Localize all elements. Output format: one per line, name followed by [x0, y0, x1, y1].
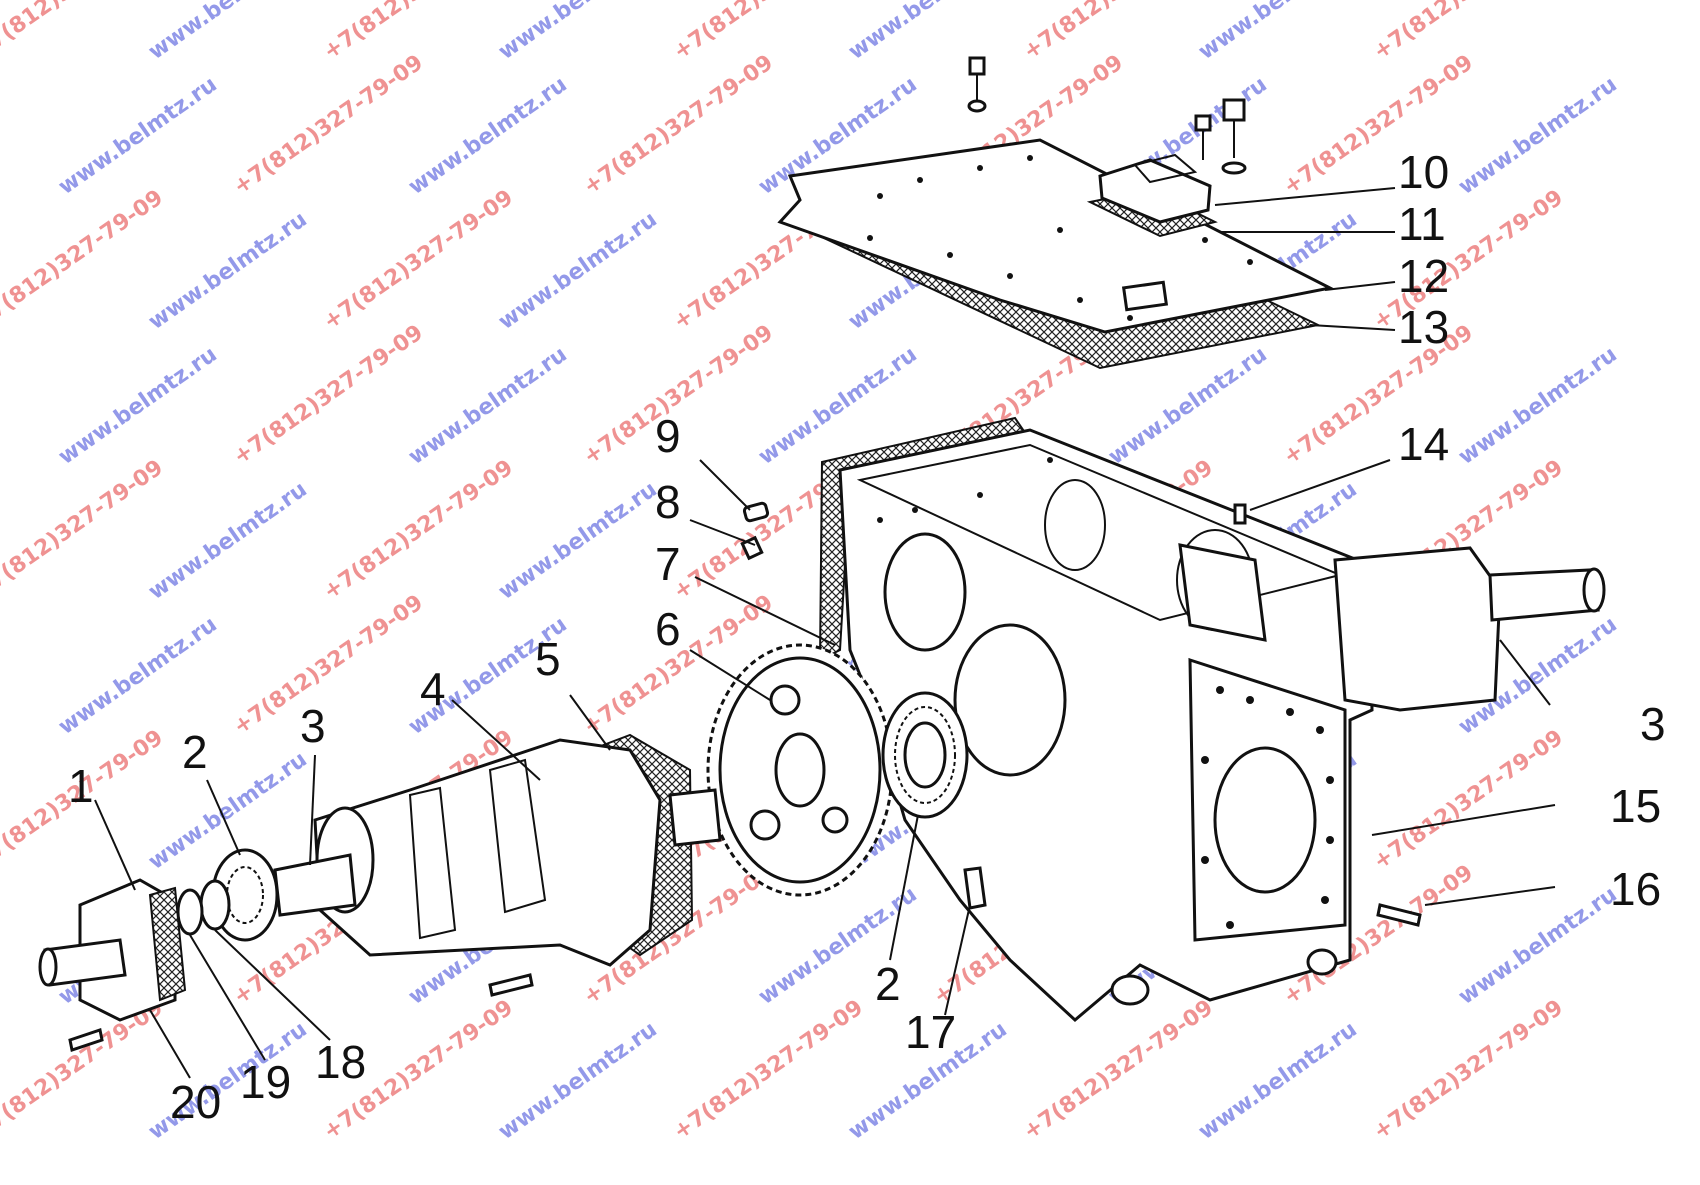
intermediate-housing [313, 733, 722, 967]
gear-lightening-hole-3 [821, 806, 849, 834]
right-shaft-housing [1333, 546, 1502, 712]
inner-bore-1 [1044, 479, 1106, 571]
callout-7: 7 [655, 538, 681, 590]
callout-16: 16 [1610, 863, 1661, 915]
watermark-phone: +7(812)327-79-09 [579, 50, 778, 200]
rear-flange-bore [1213, 746, 1317, 894]
callout-5: 5 [535, 633, 561, 685]
watermark-site: www.belmtz.ru [494, 477, 662, 605]
output-shaft-right [1333, 546, 1606, 712]
housing-4-rib [488, 758, 547, 914]
watermark-site: www.belmtz.ru [404, 72, 572, 200]
callout-13: 13 [1398, 301, 1449, 353]
small-fasteners [68, 501, 1422, 1052]
watermark-site: www.belmtz.ru [54, 612, 222, 740]
callout-3-right: 3 [1640, 698, 1666, 750]
watermark-site: www.belmtz.ru [54, 72, 222, 200]
watermark-phone: +7(812)327-79-09 [229, 50, 428, 200]
cover-bolts [967, 56, 1247, 175]
large-gear-6 [706, 643, 894, 897]
top-cover-assembly [777, 56, 1335, 370]
watermark-site: www.belmtz.ru [144, 207, 312, 335]
watermark-site: www.belmtz.ru [1194, 0, 1362, 65]
watermark-phone: +7(812)327-79-09 [1369, 0, 1568, 65]
bearing-2-right [881, 691, 969, 819]
callout-3-left: 3 [300, 700, 326, 752]
callout-labels: 1 2 3 4 5 6 7 8 9 10 11 12 13 14 3 15 16… [68, 146, 1666, 1128]
bearing-bore-upper [883, 532, 967, 652]
watermark-site: www.belmtz.ru [494, 0, 662, 65]
gear-lightening-hole-2 [749, 809, 781, 841]
callout-20: 20 [170, 1076, 221, 1128]
callout-10: 10 [1398, 146, 1449, 198]
watermark-site: www.belmtz.ru [494, 207, 662, 335]
callout-4: 4 [420, 663, 446, 715]
front-shaft-end [38, 947, 58, 987]
watermark-phone: +7(812)327-79-09 [0, 455, 168, 605]
watermark-site: www.belmtz.ru [144, 0, 312, 65]
housing-4-rib-2 [408, 786, 457, 940]
watermark-phone: +7(812)327-79-09 [229, 320, 428, 470]
housing-4 [313, 738, 662, 967]
callout-2-left: 2 [182, 726, 208, 778]
watermark-phone: +7(812)327-79-09 [1019, 995, 1218, 1145]
seal-19 [176, 888, 204, 936]
callout-17: 17 [905, 1006, 956, 1058]
watermark-site: www.belmtz.ru [494, 1017, 662, 1145]
watermark-phone: +7(812)327-79-09 [1369, 995, 1568, 1145]
breather-cap [1133, 153, 1198, 184]
watermark-phone: +7(812)327-79-09 [229, 590, 428, 740]
watermark-site: www.belmtz.ru [144, 477, 312, 605]
leader-lines [94, 187, 1556, 1079]
callout-8: 8 [655, 476, 681, 528]
callout-12: 12 [1398, 250, 1449, 302]
shaft-3 [273, 853, 357, 917]
watermark-phone: +7(812)327-79-09 [1019, 0, 1218, 65]
watermark-phone: +7(812)327-79-09 [0, 995, 168, 1145]
watermark-phone: +7(812)327-79-09 [319, 185, 518, 335]
mount-eye [1110, 974, 1150, 1006]
front-shaft-assembly [38, 501, 1422, 1052]
right-shaft [1488, 568, 1600, 622]
gear-spline-hub [774, 732, 826, 808]
watermark-site: www.belmtz.ru [404, 342, 572, 470]
cover-holes [867, 155, 1253, 321]
callout-6: 6 [655, 603, 681, 655]
callout-1: 1 [68, 760, 94, 812]
callout-18: 18 [315, 1036, 366, 1088]
callout-9: 9 [655, 410, 681, 462]
watermark-phone: +7(812)327-79-09 [0, 0, 168, 65]
watermark-site: www.belmtz.ru [1194, 1017, 1362, 1145]
gasket-20 [148, 886, 187, 1002]
watermark-site: www.belmtz.ru [1454, 342, 1622, 470]
watermark-phone: +7(812)327-79-09 [669, 0, 868, 65]
internal-gear [1178, 543, 1267, 642]
bearing-bore-lower [953, 623, 1067, 777]
spline-stub [668, 788, 722, 847]
watermark-site: www.belmtz.ru [1454, 72, 1622, 200]
callout-11: 11 [1398, 198, 1446, 250]
watermark-phone: +7(812)327-79-09 [319, 0, 518, 65]
callout-15: 15 [1610, 780, 1661, 832]
watermark-site: www.belmtz.ru [844, 0, 1012, 65]
callout-2-right: 2 [875, 958, 901, 1010]
watermark-site: www.belmtz.ru [54, 342, 222, 470]
right-shaft-end [1582, 567, 1606, 613]
cover-plate-12 [777, 138, 1335, 334]
callout-19: 19 [240, 1056, 291, 1108]
watermark-phone: +7(812)327-79-09 [0, 185, 168, 335]
mount-eye-rear [1306, 948, 1338, 976]
cover-window [1121, 280, 1169, 312]
flange-holes [877, 457, 1334, 929]
callout-14: 14 [1398, 418, 1449, 470]
gear-lightening-hole-1 [769, 684, 801, 716]
watermark-phone: +7(812)327-79-09 [1369, 725, 1568, 875]
watermark-phone: +7(812)327-79-09 [669, 995, 868, 1145]
watermark-site: www.belmtz.ru [1454, 882, 1622, 1010]
watermark-phone: +7(812)327-79-09 [319, 455, 518, 605]
snap-ring-18 [199, 879, 231, 931]
